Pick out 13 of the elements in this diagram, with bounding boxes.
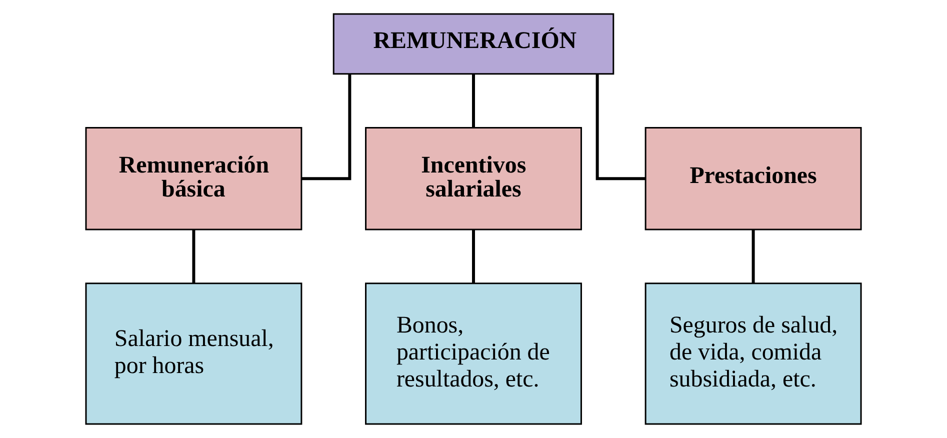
connector	[192, 230, 196, 284]
node-box: Remuneración básica	[85, 126, 302, 230]
connector	[752, 230, 755, 284]
node-box: Salario mensual, por horas	[85, 282, 302, 425]
connector	[302, 74, 352, 180]
node-box: REMUNERACIÓN	[332, 13, 614, 75]
node-box: Incentivos salariales	[365, 126, 582, 230]
node-box: Bonos, participación de resultados, etc.	[365, 282, 582, 425]
node-box: Prestaciones	[644, 126, 862, 230]
node-box: Seguros de salud, de vida, comida subsidiada, etc.	[644, 282, 862, 425]
connector	[472, 230, 475, 284]
connector	[596, 74, 646, 180]
connector	[472, 74, 475, 128]
